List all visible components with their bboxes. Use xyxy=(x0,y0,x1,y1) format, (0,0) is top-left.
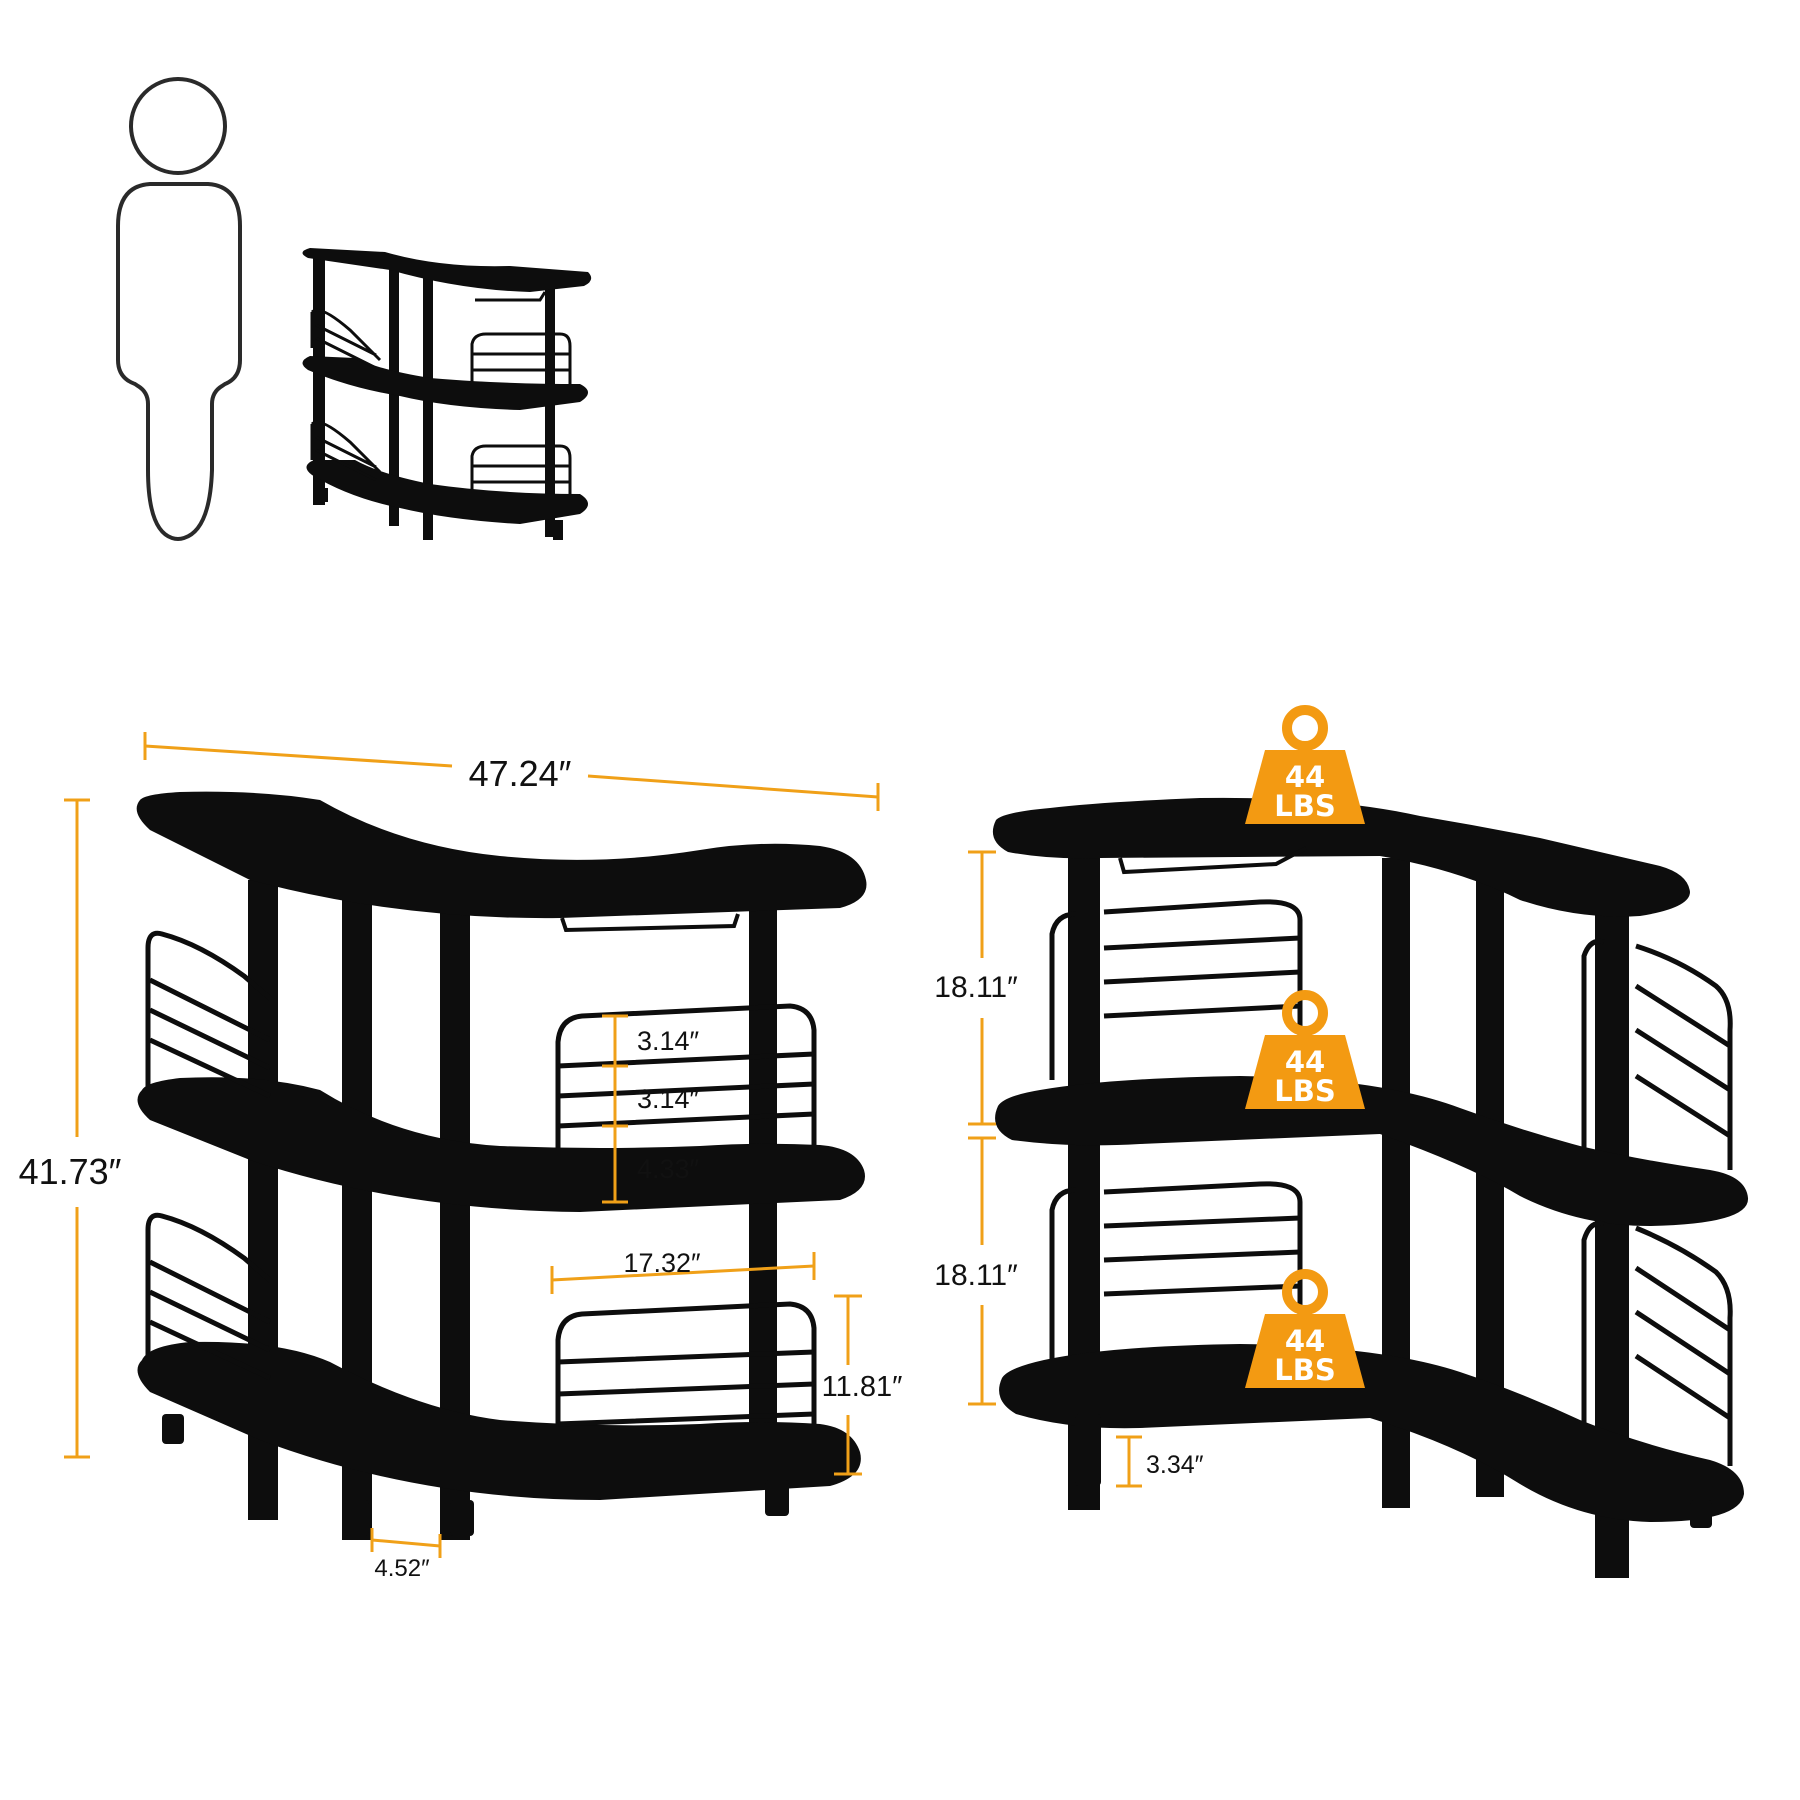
weight-badge-middle: 44 LBS xyxy=(1245,990,1365,1109)
front-height-label: 41.73″ xyxy=(19,1151,122,1192)
gap-top-label: 3.14″ xyxy=(637,1026,700,1056)
front-view-shelf xyxy=(136,791,867,1540)
post-spacing-label: 4.52″ xyxy=(374,1555,430,1582)
weight-badge-bottom: 44 LBS xyxy=(1245,1269,1365,1388)
front-width-label: 47.24″ xyxy=(469,753,572,794)
side-upper-height-label: 18.11″ xyxy=(934,971,1018,1004)
weight-icon xyxy=(1245,1269,1365,1388)
rack-width-label: 17.32″ xyxy=(623,1248,701,1278)
side-lower-height-label: 18.11″ xyxy=(934,1259,1018,1292)
weight-badge-top: 44 LBS xyxy=(1245,705,1365,824)
weight-icon xyxy=(1245,705,1365,824)
weight-badge-top-unit: LBS xyxy=(1274,789,1335,823)
weight-badge-bottom-value: 44 xyxy=(1285,1324,1325,1358)
weight-badge-bottom-unit: LBS xyxy=(1274,1353,1335,1387)
side-dimension-lines xyxy=(968,850,1142,1488)
gap-middle-label: 3.14″ xyxy=(637,1084,700,1114)
weight-badge-middle-value: 44 xyxy=(1285,1045,1325,1079)
person-silhouette-icon xyxy=(116,77,242,541)
gap-bottom-label: 4.33″ xyxy=(637,1154,700,1184)
side-foot-height-label: 3.34″ xyxy=(1146,1451,1204,1479)
weight-badge-middle-unit: LBS xyxy=(1274,1074,1335,1108)
weight-badge-top-value: 44 xyxy=(1285,760,1325,794)
side-view-shelf xyxy=(992,797,1749,1578)
small-reference-shelf xyxy=(302,248,592,540)
front-dimension-lines xyxy=(64,732,880,1558)
weight-icon xyxy=(1245,990,1365,1109)
rack-height-label: 11.81″ xyxy=(822,1371,903,1403)
